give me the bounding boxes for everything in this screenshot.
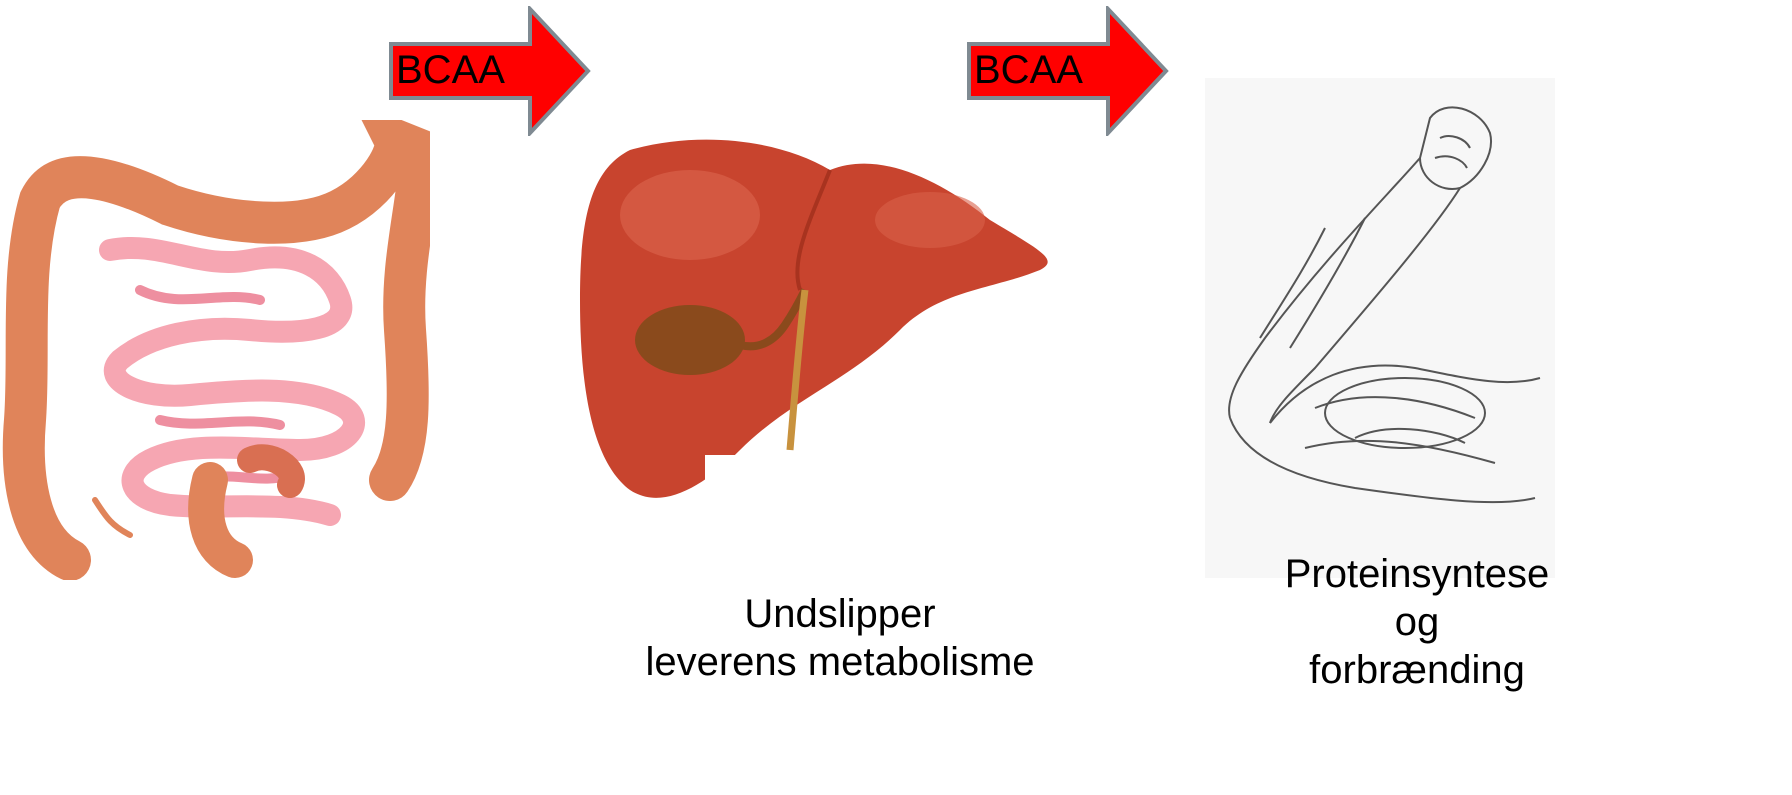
caption-line: leverens metabolisme <box>620 638 1060 686</box>
caption-line: forbrænding <box>1262 646 1572 694</box>
caption-line: Undslipper <box>620 590 1060 638</box>
muscle-caption: Proteinsyntese og forbrænding <box>1262 550 1572 694</box>
caption-line: og <box>1262 598 1572 646</box>
arm-muscle-illustration <box>1205 78 1555 578</box>
liver-illustration <box>560 130 1060 510</box>
intestines-illustration <box>0 120 430 580</box>
bcaa-arrow-2: BCAA <box>966 6 1172 136</box>
caption-line: Proteinsyntese <box>1262 550 1572 598</box>
arrow-label: BCAA <box>396 50 505 90</box>
liver-caption: Undslipper leverens metabolisme <box>620 590 1060 686</box>
bcaa-arrow-1: BCAA <box>388 6 594 136</box>
arrow-label: BCAA <box>974 50 1083 90</box>
